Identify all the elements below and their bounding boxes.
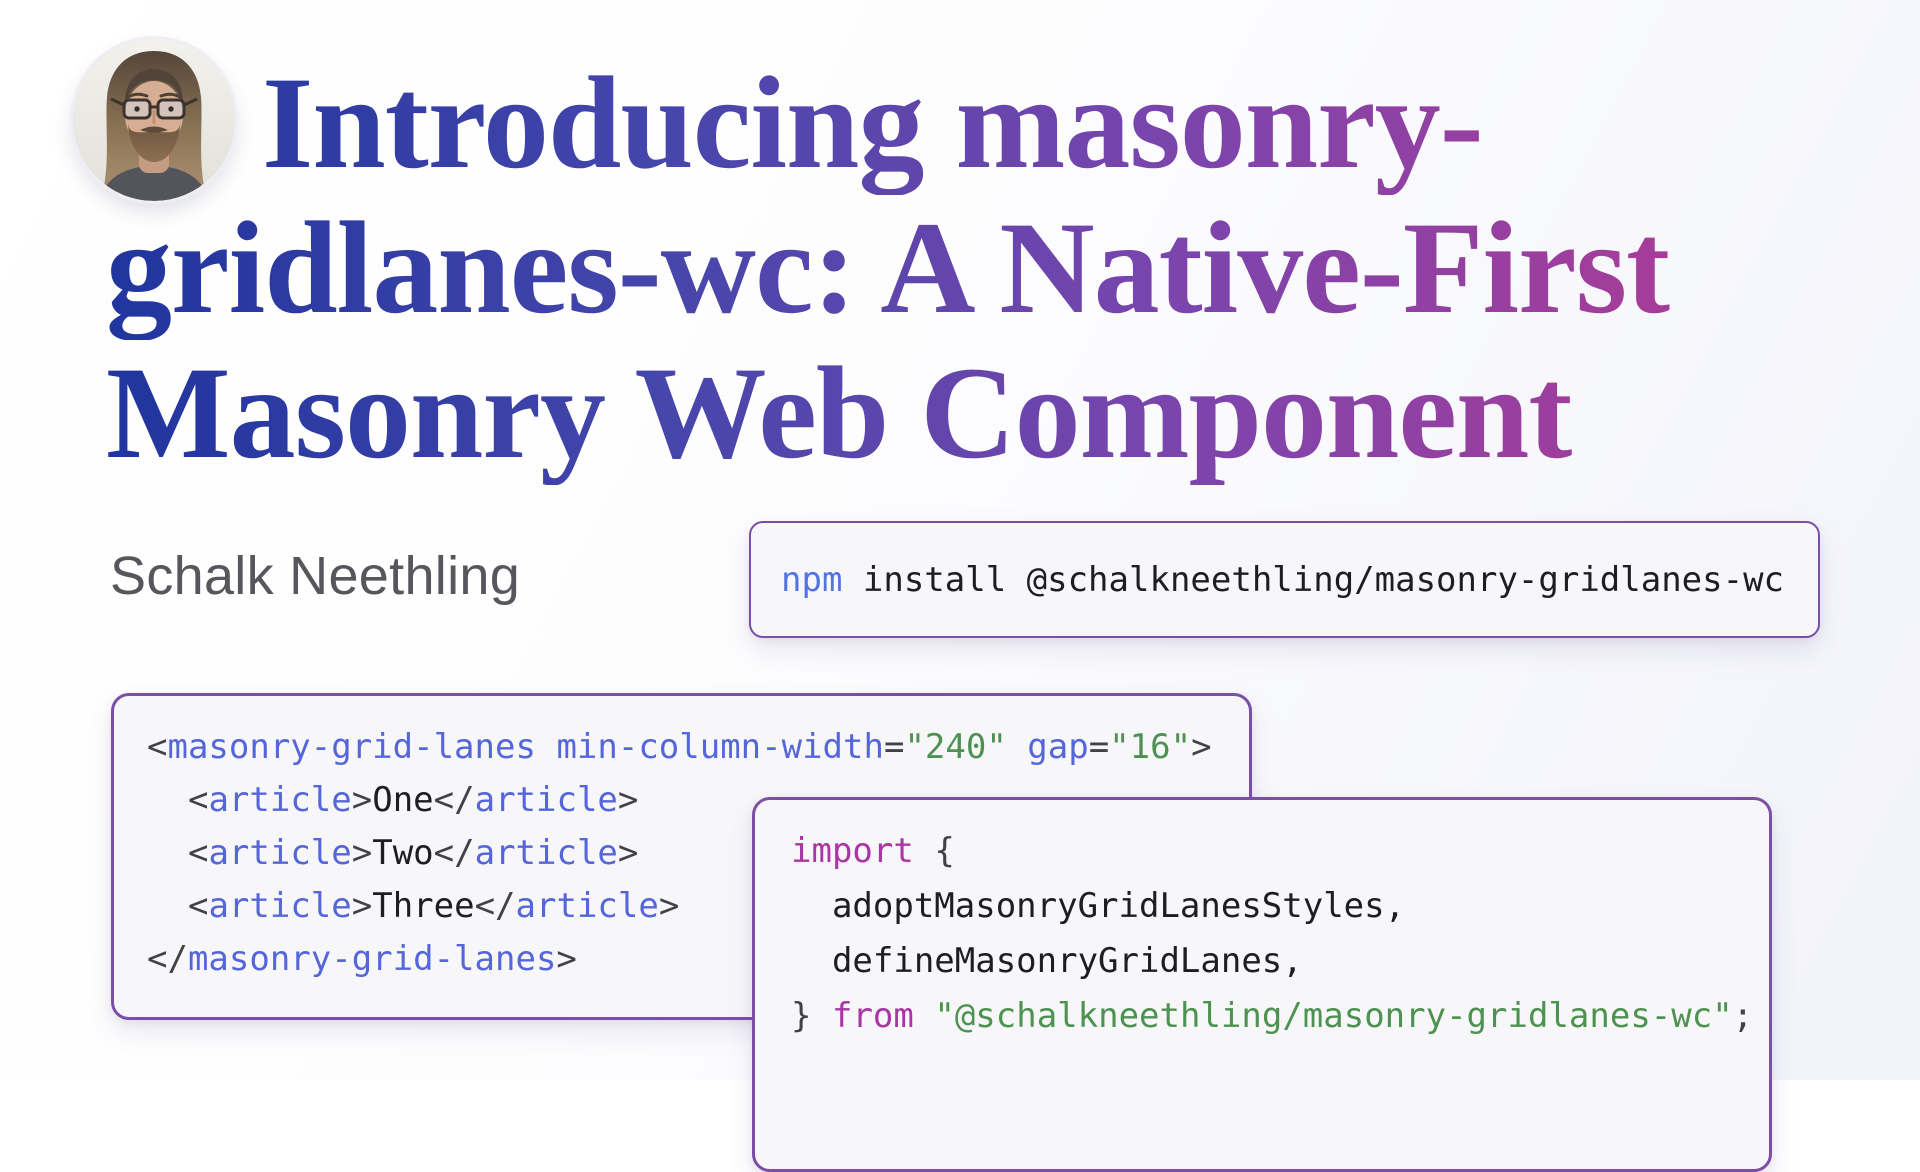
code-token [914,996,934,1036]
code-token: npm [781,559,843,600]
code-line: defineMasonryGridLanes, [791,934,1769,989]
install-command: npm install @schalkneethling/masonry-gri… [781,560,1784,600]
code-line: adoptMasonryGridLanesStyles, [791,879,1769,934]
code-token: </ [147,939,188,979]
code-token: = [883,727,905,767]
code-line: <article>Two</article> [147,827,1249,880]
code-line: <article>One</article> [147,774,1249,827]
avatar [73,39,235,201]
code-token: > [556,939,577,979]
html-example-code: <masonry-grid-lanes min-column-width="24… [147,721,1249,986]
code-token: adoptMasonryGridLanesStyles, [791,886,1406,926]
code-token: </ [433,780,475,820]
code-line: <masonry-grid-lanes min-column-width="24… [147,721,1249,774]
code-token: article [474,833,618,873]
code-token: ; [1732,996,1754,1036]
html-example-code-box: <masonry-grid-lanes min-column-width="24… [111,693,1252,1020]
code-token: import [791,831,914,871]
code-line: } from "@schalkneethling/masonry-gridlan… [791,989,1769,1044]
code-token: article [208,780,352,820]
code-token: article [515,886,659,926]
code-token: defineMasonryGridLanes, [791,941,1303,981]
code-line: import { [791,824,1769,879]
code-token: > [351,780,373,820]
code-token: "@schalkneethling/masonry-gridlanes-wc" [934,996,1733,1036]
code-token: Three [372,886,475,926]
code-token: "240" [904,727,1007,767]
install-command-box: npm install @schalkneethling/masonry-gri… [749,521,1820,638]
code-token [147,833,188,873]
title-line-2: gridlanes-wc: A Native-First [106,195,1806,340]
js-import-code-box: import { adoptMasonryGridLanesStyles, de… [752,797,1772,1172]
code-token: > [351,886,373,926]
code-token: { [934,831,955,871]
code-token: < [187,886,209,926]
code-token: from [831,996,914,1036]
code-token: article [208,833,352,873]
code-token: install @schalkneethling/masonry-gridlan… [842,559,1785,600]
js-import-code: import { adoptMasonryGridLanesStyles, de… [791,824,1769,1044]
code-token: min-column-width [556,727,884,767]
code-token: article [208,886,352,926]
code-token: masonry-grid-lanes [187,939,557,979]
page-title: Introducing masonry- gridlanes-wc: A Nat… [106,50,1806,485]
code-token: > [351,833,373,873]
code-token: } [791,996,812,1036]
author-name: Schalk Neethling [110,546,521,606]
code-token: "16" [1109,727,1192,767]
title-line-1: Introducing masonry- [106,50,1806,195]
code-token: > [658,886,680,926]
code-token: One [372,780,434,820]
code-token: article [474,780,618,820]
code-token: Two [372,833,434,873]
code-token [536,727,556,767]
code-token: > [617,833,639,873]
code-token: < [147,727,168,767]
code-token [914,831,934,871]
code-line: <article>Three</article> [147,880,1249,933]
code-token [147,780,188,820]
code-token: gap [1027,727,1089,767]
code-token: > [617,780,639,820]
code-token: = [1088,727,1110,767]
code-token: < [187,780,209,820]
code-token: < [187,833,209,873]
code-token [811,996,831,1036]
code-token [1007,727,1027,767]
code-token: masonry-grid-lanes [167,727,536,767]
code-line: npm install @schalkneethling/masonry-gri… [781,560,1784,600]
title-line-3: Masonry Web Component [106,340,1806,485]
code-token: > [1191,727,1212,767]
code-token: </ [474,886,516,926]
avatar-illustration [73,39,235,201]
code-line: </masonry-grid-lanes> [147,933,1249,986]
code-token: </ [433,833,475,873]
code-token [147,886,188,926]
